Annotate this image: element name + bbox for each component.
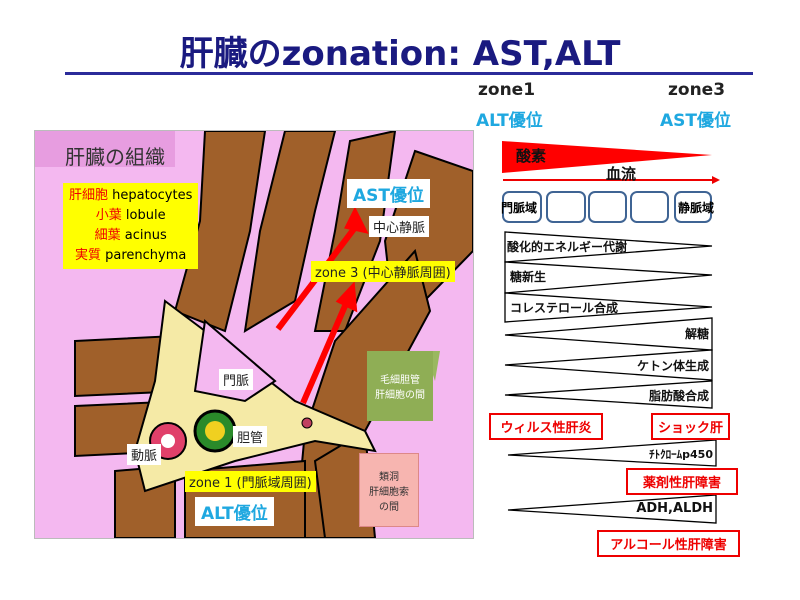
alcoholic-liver-injury-box: アルコール性肝障害 — [597, 530, 740, 557]
bile-canaliculus-callout: 毛細胆管 肝細胞の間 — [367, 351, 433, 421]
gradient-triangle — [504, 231, 713, 263]
gradient-triangle — [504, 380, 713, 409]
zone-box — [546, 191, 586, 223]
gradient-triangle — [504, 317, 713, 351]
oxidative-metabolism-label: 酸化的エネルギー代謝 — [507, 240, 628, 254]
legend-item: 肝細胞 hepatocytes — [69, 188, 193, 203]
alt-dominant-label: ALT優位 — [195, 497, 274, 526]
zone-box-portal: 門脈域 — [501, 191, 542, 223]
portal-vein-label: 門脈 — [219, 369, 254, 390]
zone-box — [630, 191, 669, 223]
zone1-figure-label: zone 1 (門脈域周囲) — [185, 471, 316, 492]
slide-title: 肝臓のzonation: AST,ALT — [179, 34, 621, 74]
ketogenesis-label: ケトン体生成 — [636, 359, 709, 373]
cholesterol-synthesis-label: コレステロール合成 — [510, 301, 619, 315]
zone3-figure-label: zone 3 (中心静脈周囲) — [311, 261, 455, 282]
legend-item: 実質 parenchyma — [74, 248, 187, 263]
artery-label: 動脈 — [127, 444, 162, 465]
adh-aldh-label: ADH,ALDH — [636, 501, 713, 516]
liver-tissue-figure: 肝臓の組織 肝細胞 hepatocytes 小葉 lobule 細葉 acinu… — [34, 130, 474, 539]
blood-flow-label: 血流 — [606, 165, 637, 183]
title-underline — [65, 72, 753, 75]
terms-legend: 肝細胞 hepatocytes 小葉 lobule 細葉 acinus 実質 p… — [63, 183, 199, 269]
sinusoid-callout: 類洞 肝細胞索 の間 — [359, 453, 419, 527]
gradient-triangle — [504, 292, 713, 323]
cytochrome-p450-label: ﾁﾄｸﾛｰﾑp450 — [649, 448, 713, 461]
drug-induced-liver-injury-box: 薬剤性肝障害 — [626, 468, 738, 495]
central-vein-label: 中心静脈 — [369, 216, 430, 237]
ast-dominant-label: AST優位 — [347, 179, 430, 208]
gradient-triangle — [504, 349, 713, 381]
fatty-acid-synthesis-label: 脂肪酸合成 — [648, 389, 709, 403]
legend-item: 小葉 lobule — [95, 208, 166, 223]
gradient-triangle — [507, 494, 717, 524]
oxygen-gradient — [502, 141, 712, 173]
zone-box — [588, 191, 627, 223]
bile-duct-label: 胆管 — [233, 426, 268, 447]
gradient-triangle — [504, 261, 713, 294]
glycolysis-label: 解糖 — [684, 327, 709, 341]
figure-heading: 肝臓の組織 — [65, 145, 165, 169]
zone3-label: zone3 — [668, 80, 726, 100]
oxygen-label: 酸素 — [516, 147, 547, 165]
zone3-ast-label: AST優位 — [660, 111, 731, 131]
zone1-alt-label: ALT優位 — [476, 111, 543, 131]
zone1-label: zone1 — [478, 80, 536, 100]
viral-hepatitis-box: ウィルス性肝炎 — [489, 413, 603, 440]
legend-item: 細葉 acinus — [94, 228, 167, 243]
gluconeogenesis-label: 糖新生 — [510, 270, 547, 284]
shock-liver-box: ショック肝 — [651, 413, 730, 440]
gradient-triangle — [507, 439, 717, 467]
zone-box-vein: 静脈域 — [674, 191, 714, 223]
